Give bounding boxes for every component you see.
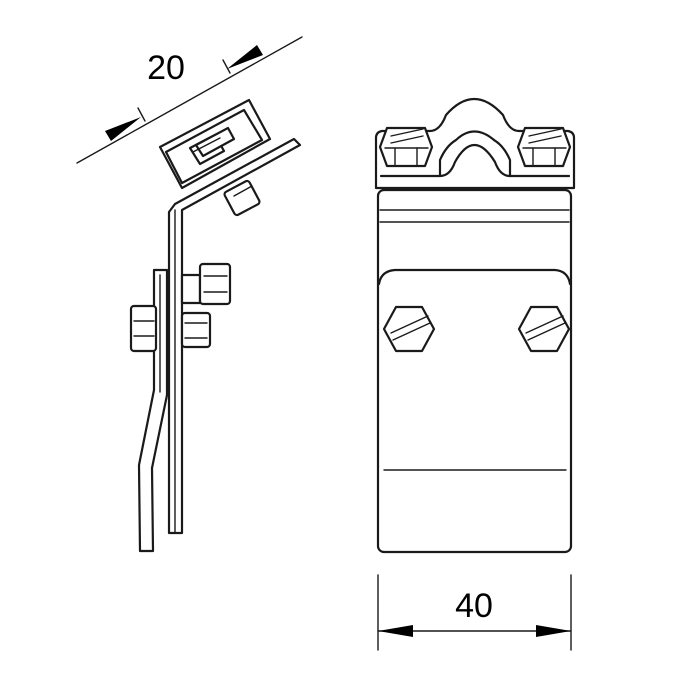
dimension-label-20: 20: [147, 49, 185, 87]
slotted-screw-left: [382, 305, 436, 353]
top-bolt-right: [516, 126, 572, 168]
front-view: 40: [374, 98, 576, 651]
dimension-40: 40: [377, 574, 572, 651]
slotted-screw-right: [517, 305, 571, 353]
dimension-label-40: 40: [455, 587, 493, 625]
bent-strap: [167, 137, 302, 535]
side-view: 20: [76, 36, 303, 553]
nut-left: [129, 304, 158, 353]
clamp-block: [158, 98, 272, 217]
dimension-20: 20: [76, 36, 303, 164]
bolt-lower: [180, 311, 212, 349]
top-bolt-left: [378, 126, 434, 168]
bolt-upper: [180, 262, 232, 306]
back-plate: [137, 268, 169, 553]
clamp-body: [376, 188, 573, 554]
